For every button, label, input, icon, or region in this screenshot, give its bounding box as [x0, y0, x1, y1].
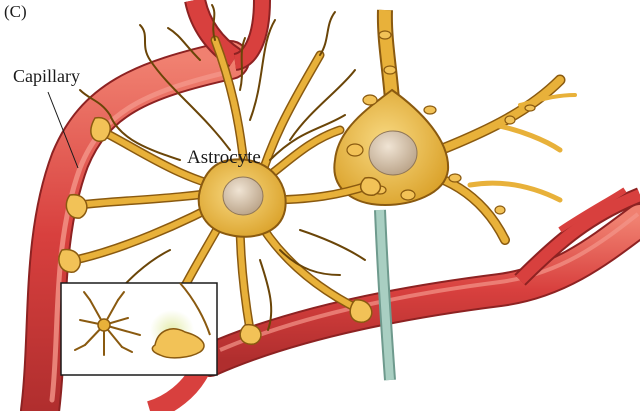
endfoot	[90, 116, 111, 142]
inset-astrocyte-star	[74, 291, 141, 356]
neuron	[265, 9, 577, 381]
astrocyte-nucleus	[222, 176, 264, 216]
capillary-label: Capillary	[13, 66, 80, 86]
inset-panel	[60, 282, 218, 376]
astrocyte-label: Astrocyte	[187, 147, 261, 168]
inset-astrocyte-blob	[151, 328, 205, 359]
capillary-vessels	[20, 0, 640, 411]
panel-label: (C)	[4, 2, 27, 21]
neuron-nucleus	[368, 130, 418, 176]
capillary-leader-line	[47, 91, 79, 169]
